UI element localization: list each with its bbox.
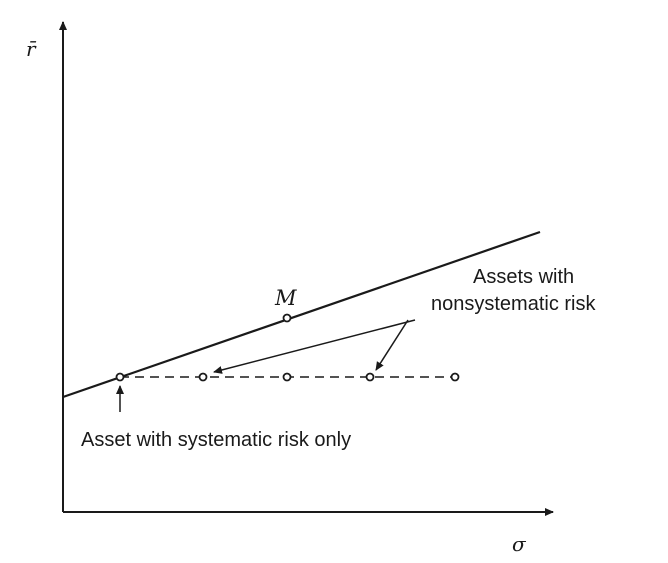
y-axis-label: r̄ xyxy=(26,37,37,61)
market-line xyxy=(62,230,541,399)
asset-point xyxy=(450,372,460,382)
market-label: M xyxy=(274,286,297,310)
market-point xyxy=(282,313,292,323)
asset-point xyxy=(282,372,292,382)
nonsystematic-label-line2: nonsystematic risk xyxy=(431,293,596,315)
asset-point-systematic xyxy=(115,372,125,382)
systematic-only-label: Asset with systematic risk only xyxy=(81,429,351,451)
asset-point xyxy=(198,372,208,382)
x-axis-label: σ xyxy=(512,532,527,556)
asset-point xyxy=(365,372,375,382)
pointer-arrow-right xyxy=(375,319,409,371)
pointer-arrow-left xyxy=(213,319,416,374)
nonsystematic-label-line1: Assets with xyxy=(473,266,574,288)
